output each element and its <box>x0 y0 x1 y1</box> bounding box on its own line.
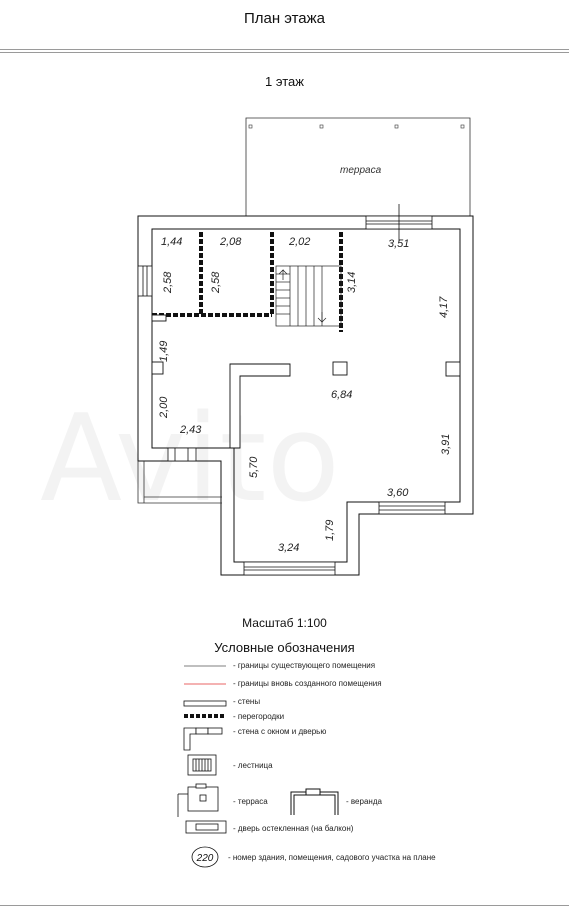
dim-2-43: 2,43 <box>179 424 202 436</box>
legend-terrace-symbol <box>177 783 219 817</box>
dim-4-17: 4,17 <box>438 296 450 318</box>
legend-new-text: - границы вновь созданного помещения <box>233 679 382 688</box>
legend-number-text: - номер здания, помещения, садового учас… <box>228 853 436 862</box>
dim-3-14: 3,14 <box>346 272 358 293</box>
dim-2-02: 2,02 <box>288 236 310 248</box>
legend-veranda-symbol <box>290 788 339 815</box>
legend-number-symbol: 220 <box>191 846 219 868</box>
dim-2-58-b: 2,58 <box>210 271 222 294</box>
interior-walls <box>151 314 461 449</box>
legend-window-door-symbol <box>183 727 223 751</box>
legend-symbols: 220 <box>177 665 339 868</box>
dim-1-44: 1,44 <box>161 236 182 248</box>
dim-1-49: 1,49 <box>158 341 170 362</box>
window-right <box>378 501 446 515</box>
legend-walls-text: - стены <box>233 697 261 706</box>
legend-window-door-text: - стена с окном и дверью <box>233 727 327 736</box>
floor-label: 1 этаж <box>265 74 304 89</box>
window-left <box>137 265 153 297</box>
dim-2-00: 2,00 <box>158 396 170 419</box>
dim-5-70: 5,70 <box>248 456 260 478</box>
legend-existing-text: - границы существующего помещения <box>233 661 376 670</box>
dim-3-91: 3,91 <box>440 434 452 455</box>
dim-3-51: 3,51 <box>388 238 409 250</box>
legend-stairs-symbol <box>187 754 217 776</box>
exterior-wall-outer <box>137 215 474 576</box>
legend-stairs-text: - лестница <box>233 761 273 770</box>
porch <box>137 461 222 504</box>
top-divider-2 <box>0 52 569 53</box>
window-bottom <box>243 561 336 576</box>
stairs <box>275 265 342 327</box>
scale-label: Масштаб 1:100 <box>242 616 327 630</box>
door-porch <box>167 447 197 462</box>
legend-glazed-door-symbol <box>185 820 227 834</box>
page-title: План этажа <box>243 10 326 27</box>
terrace-label: терраса <box>340 165 382 176</box>
window-top <box>365 204 433 241</box>
dim-6-84: 6,84 <box>331 389 352 401</box>
legend-title: Условные обозначения <box>214 640 355 655</box>
legend-veranda-text: - веранда <box>346 797 382 806</box>
bottom-divider <box>0 905 569 906</box>
legend-partitions-text: - перегородки <box>233 712 285 721</box>
terrace <box>245 117 471 216</box>
terrace-posts <box>248 124 465 129</box>
dim-2-58-a: 2,58 <box>162 271 174 294</box>
svg-text:220: 220 <box>196 853 214 864</box>
legend-glazed-door-text: - дверь остекленная (на балкон) <box>233 824 354 833</box>
dim-3-24: 3,24 <box>278 542 299 554</box>
dim-3-60: 3,60 <box>387 487 409 499</box>
floor-plan: Avito терраса <box>40 117 474 576</box>
dim-1-79: 1,79 <box>324 520 336 541</box>
top-divider <box>0 49 569 50</box>
legend-wall-symbol <box>183 700 227 707</box>
dim-2-08: 2,08 <box>219 236 242 248</box>
legend-terrace-text: - терраса <box>233 797 268 806</box>
